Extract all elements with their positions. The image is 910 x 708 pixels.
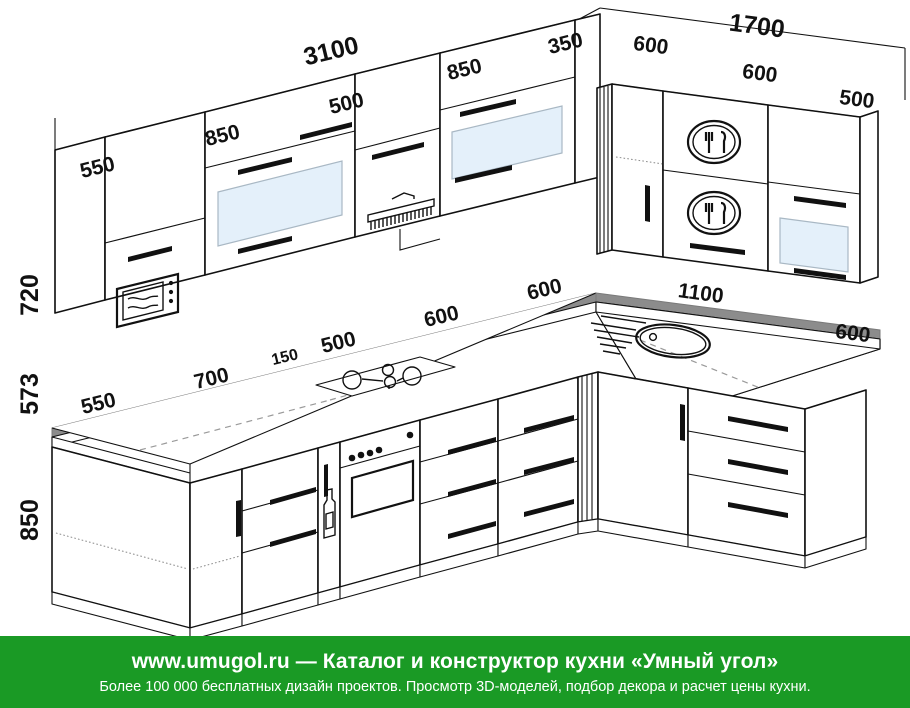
dim-right-600-2: 600: [741, 60, 779, 87]
dim-height-573: 573: [16, 373, 44, 415]
upper-cabinet-500-glass-right[interactable]: [767, 104, 879, 284]
base-cabinet-700[interactable]: [189, 447, 319, 641]
corner-column-base: [577, 371, 599, 535]
footer-banner: www.umugol.ru — Каталог и конструктор ку…: [0, 636, 910, 708]
dim-total-1700: 1700: [728, 9, 787, 44]
base-oven-500[interactable]: [339, 419, 421, 600]
banner-title: www.umugol.ru — Каталог и конструктор ку…: [131, 649, 779, 673]
upper-cabinets-left-wall: [54, 13, 601, 329]
hood-icon: [367, 192, 441, 251]
base-cabinets-right-wall: [597, 371, 867, 569]
base-cabinet-drawers-right[interactable]: [687, 387, 867, 569]
cooktop-icon: [315, 356, 456, 397]
dim-base-150: 150: [270, 346, 300, 369]
upper-cabinet-500-hood[interactable]: [354, 52, 441, 251]
countertop-left: [51, 292, 597, 484]
dim-sink-1100: 1100: [677, 279, 725, 308]
dim-base-right-600: 600: [834, 320, 872, 347]
upper-filler-panel[interactable]: [611, 83, 664, 258]
dish-drainer-icon-2: [686, 190, 742, 236]
glass-panel-3: [779, 217, 849, 273]
dim-height-850: 850: [16, 499, 44, 541]
dim-base-600: 600: [422, 301, 461, 332]
upper-cabinets-right-wall: [611, 83, 879, 284]
base-cabinet-550[interactable]: [51, 446, 191, 641]
sink-icon: [590, 315, 711, 359]
microwave-icon: [115, 272, 180, 329]
base-door-right[interactable]: [597, 371, 689, 548]
base-cabinet-150-bottle-rack[interactable]: [317, 441, 341, 606]
dim-base-600-2: 600: [525, 274, 564, 305]
glass-panel-2: [451, 105, 563, 180]
base-cabinet-600-drawers-1[interactable]: [419, 398, 499, 578]
glass-panel: [217, 160, 343, 247]
banner-subtitle: Более 100 000 бесплатных дизайн проектов…: [99, 678, 811, 695]
bottle-icon: [323, 488, 336, 539]
dim-height-720: 720: [16, 274, 44, 316]
base-cabinet-600-drawers-2[interactable]: [497, 376, 579, 557]
dish-drainer-icon: [686, 119, 742, 165]
dim-right-600: 600: [632, 32, 670, 59]
upper-cabinet-600-dish-drainer[interactable]: [662, 90, 769, 272]
vertical-dimensions: 720 573 850: [16, 274, 44, 541]
upper-cabinet-550[interactable]: [54, 111, 206, 329]
upper-cabinet-850-glass[interactable]: [204, 73, 356, 276]
dim-total-3100: 3100: [301, 31, 362, 71]
upper-cabinet-850-glass-2[interactable]: [439, 19, 576, 217]
dim-right-500: 500: [838, 86, 876, 113]
base-cabinets-left-wall: [51, 356, 579, 641]
corner-column-upper: [596, 83, 613, 255]
